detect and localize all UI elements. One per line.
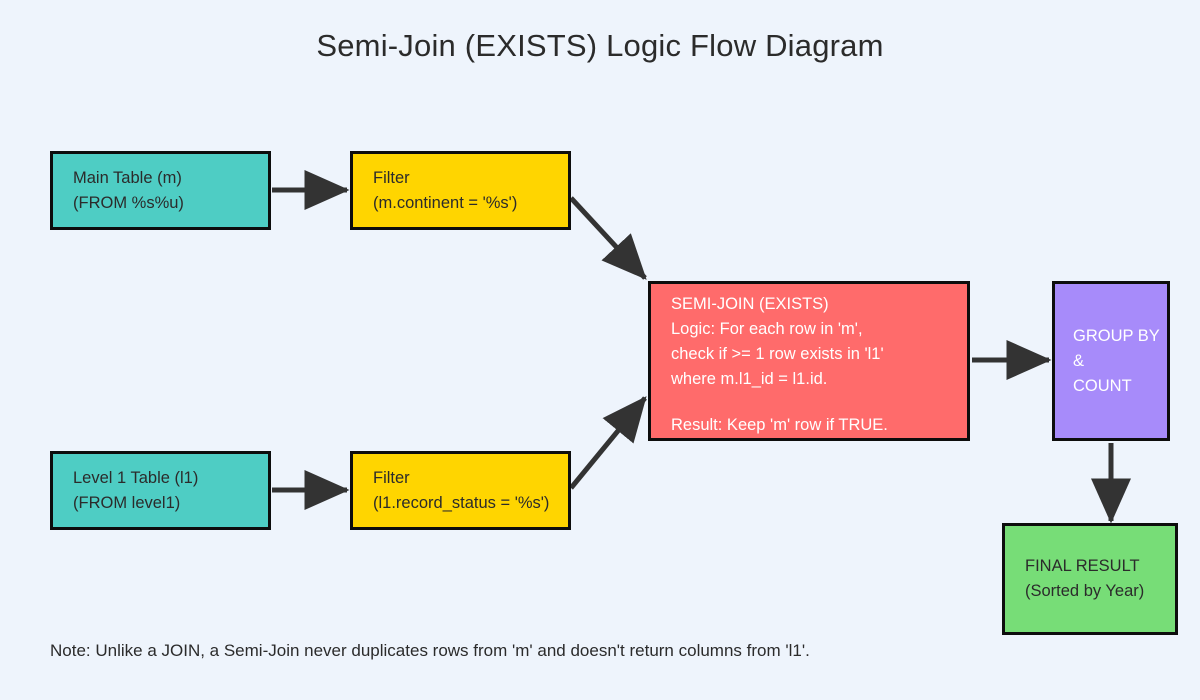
page-title: Semi-Join (EXISTS) Logic Flow Diagram: [316, 28, 884, 63]
node-group-by-count-line1: GROUP BY: [1073, 326, 1160, 345]
node-final-result-line2: (Sorted by Year): [1025, 582, 1145, 600]
node-filter-main-line2: (m.continent = '%s'): [373, 193, 518, 212]
node-main-table-line1: Main Table (m): [73, 168, 182, 187]
node-semi-join-line1: SEMI-JOIN (EXISTS): [671, 295, 829, 313]
edge-filter-to-semijoin: [569, 196, 647, 280]
footer-note: Note: Unlike a JOIN, a Semi-Join never d…: [50, 641, 810, 660]
node-level1-table[interactable]: Level 1 Table (l1) (FROM level1): [50, 451, 271, 530]
edge-filter2-to-semijoin: [569, 396, 647, 490]
node-semi-join-line2: Logic: For each row in 'm',: [671, 320, 863, 338]
node-semi-join-line5: Result: Keep 'm' row if TRUE.: [671, 416, 888, 434]
node-filter-main[interactable]: Filter (m.continent = '%s'): [350, 151, 571, 230]
node-final-result-line1: FINAL RESULT: [1025, 557, 1140, 575]
node-group-by-count-line3: COUNT: [1073, 376, 1132, 395]
node-filter-main-line1: Filter: [373, 168, 410, 187]
node-main-table[interactable]: Main Table (m) (FROM %s%u): [50, 151, 271, 230]
node-group-by-count[interactable]: GROUP BY & COUNT: [1052, 281, 1170, 441]
node-final-result[interactable]: FINAL RESULT (Sorted by Year): [1002, 523, 1178, 635]
node-semi-join-line3: check if >= 1 row exists in 'l1': [671, 345, 884, 363]
node-semi-join[interactable]: SEMI-JOIN (EXISTS) Logic: For each row i…: [648, 281, 970, 441]
node-level1-table-line2: (FROM level1): [73, 493, 181, 512]
node-filter-level1[interactable]: Filter (l1.record_status = '%s'): [350, 451, 571, 530]
node-semi-join-gap: [671, 392, 957, 413]
node-group-by-count-line2: &: [1073, 351, 1085, 370]
node-semi-join-line4: where m.l1_id = l1.id.: [671, 370, 828, 388]
node-filter-level1-line2: (l1.record_status = '%s'): [373, 493, 550, 512]
node-filter-level1-line1: Filter: [373, 468, 410, 487]
node-level1-table-line1: Level 1 Table (l1): [73, 468, 199, 487]
node-main-table-line2: (FROM %s%u): [73, 193, 184, 212]
